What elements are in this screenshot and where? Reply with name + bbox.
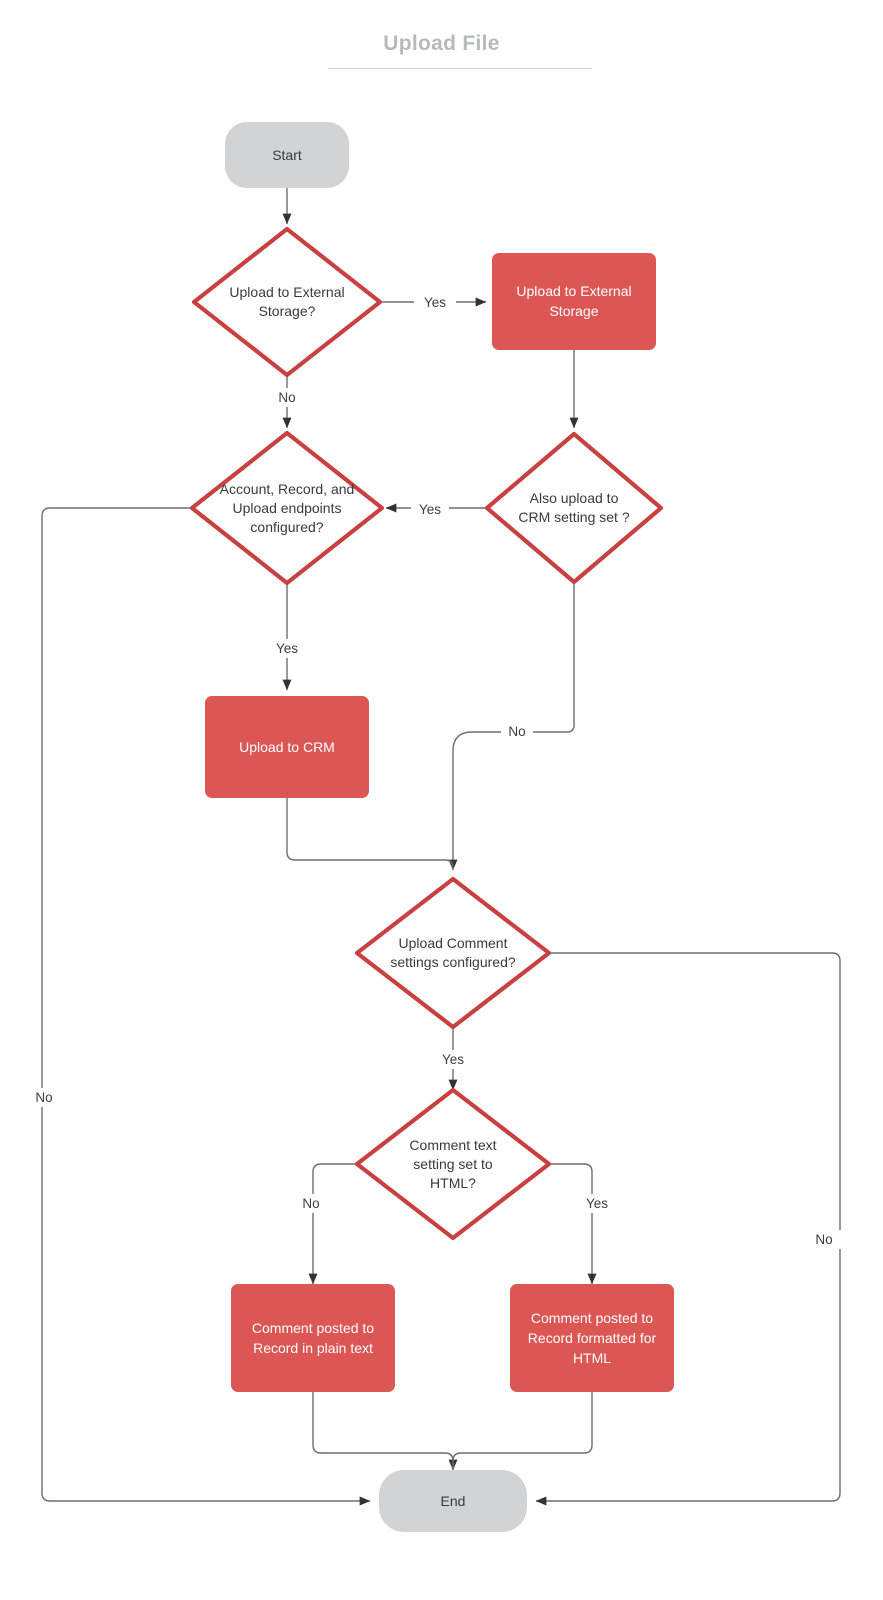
- edge-label-bg: [296, 1194, 328, 1213]
- node-endpoints-configured-shape[interactable]: [189, 430, 385, 586]
- edge-label-commentsettings-yes: Yes: [442, 1052, 464, 1067]
- node-crm-setting-line1: Also upload to: [530, 490, 619, 506]
- nodes-layer: Start Upload to External Storage? Upload…: [189, 122, 674, 1532]
- edge-label-crmsetting-no: No: [508, 724, 525, 739]
- node-comment-html-shape[interactable]: [510, 1284, 674, 1392]
- title-divider: [328, 68, 592, 69]
- node-comment-html-line2: Record formatted for: [528, 1330, 657, 1346]
- node-start[interactable]: Start: [225, 122, 349, 188]
- node-comment-settings-line1: Upload Comment: [399, 935, 508, 951]
- edge-html-yes-to-htmlformatted: [549, 1163, 597, 1285]
- node-comment-plain-text-line2: Record in plain text: [253, 1340, 373, 1356]
- edge-label-external-no: No: [278, 390, 295, 405]
- node-comment-html-line3: HTML: [573, 1350, 611, 1366]
- node-external-storage-decision-line1: Upload to External: [229, 284, 344, 300]
- node-endpoints-configured-line3: configured?: [250, 519, 323, 535]
- node-comment-html-process[interactable]: Comment posted to Record formatted for H…: [510, 1284, 674, 1392]
- node-end-shape[interactable]: [379, 1470, 527, 1532]
- node-upload-external-storage-shape[interactable]: [492, 253, 656, 350]
- node-endpoints-configured-decision[interactable]: Account, Record, and Upload endpoints co…: [189, 430, 385, 586]
- edge-label-endpoints-yes: Yes: [276, 641, 298, 656]
- edge-label-html-yes: Yes: [586, 1196, 608, 1211]
- node-start-shape[interactable]: [225, 122, 349, 188]
- node-comment-text-html-line2: setting set to: [413, 1156, 493, 1172]
- edge-labels-layer: Yes No Yes No Yes No Yes No No Yes: [28, 292, 841, 1249]
- node-crm-setting-line2: CRM setting set ?: [518, 509, 629, 525]
- node-external-storage-decision[interactable]: Upload to External Storage?: [191, 226, 383, 378]
- edge-label-bg: [809, 1230, 841, 1249]
- edge-label-commentsettings-no: No: [815, 1232, 832, 1247]
- edge-label-bg: [28, 1088, 60, 1107]
- node-comment-html-line1: Comment posted to: [531, 1310, 653, 1326]
- edge-label-html-no: No: [302, 1196, 319, 1211]
- node-comment-text-html-shape[interactable]: [354, 1087, 552, 1241]
- node-comment-settings-shape[interactable]: [354, 876, 552, 1030]
- edge-label-bg: [501, 722, 533, 741]
- edge-label-crmsetting-yes: Yes: [419, 502, 441, 517]
- node-external-storage-decision-line2: Storage?: [259, 303, 316, 319]
- edge-label-bg: [434, 1050, 472, 1069]
- page-title-text: Upload File: [383, 32, 500, 55]
- edge-uploadcrm-to-commentsettings-decision: [286, 798, 454, 870]
- edge-commentsettings-no-to-end: [535, 952, 841, 1506]
- node-comment-plain-text-line1: Comment posted to: [252, 1320, 374, 1336]
- edge-endpoints-no-to-end: [41, 507, 371, 1506]
- edge-label-bg: [411, 500, 449, 519]
- node-end-label: End: [441, 1493, 466, 1509]
- page-title: Upload File: [0, 30, 883, 58]
- node-upload-external-storage-process[interactable]: Upload to External Storage: [492, 253, 656, 350]
- node-end[interactable]: End: [379, 1470, 527, 1532]
- node-external-storage-decision-shape[interactable]: [191, 226, 383, 378]
- node-comment-plain-text-shape[interactable]: [231, 1284, 395, 1392]
- edges-layer: [41, 188, 841, 1506]
- node-crm-setting-shape[interactable]: [484, 431, 664, 585]
- node-comment-text-html-decision[interactable]: Comment text setting set to HTML?: [354, 1087, 552, 1241]
- node-crm-setting-decision[interactable]: Also upload to CRM setting set ?: [484, 431, 664, 585]
- node-start-label: Start: [272, 147, 302, 163]
- node-comment-settings-decision[interactable]: Upload Comment settings configured?: [354, 876, 552, 1030]
- node-comment-text-html-line1: Comment text: [409, 1137, 496, 1153]
- edge-htmlformatted-to-end: [452, 1392, 593, 1470]
- node-upload-to-crm-shape[interactable]: [205, 696, 369, 798]
- node-upload-to-crm-process[interactable]: Upload to CRM: [205, 696, 369, 798]
- edge-html-no-to-plaintext: [308, 1163, 357, 1285]
- edge-label-bg: [272, 388, 304, 407]
- node-comment-text-html-line3: HTML?: [430, 1175, 476, 1191]
- edge-label-bg: [578, 1194, 616, 1213]
- edge-label-external-yes: Yes: [424, 295, 446, 310]
- node-upload-to-crm-label: Upload to CRM: [239, 739, 335, 755]
- node-comment-settings-line2: settings configured?: [390, 954, 516, 970]
- edge-label-bg: [268, 639, 306, 658]
- edge-label-endpoints-no: No: [35, 1090, 52, 1105]
- node-comment-plain-text-process[interactable]: Comment posted to Record in plain text: [231, 1284, 395, 1392]
- node-endpoints-configured-line2: Upload endpoints: [233, 500, 342, 516]
- edge-label-bg: [414, 292, 456, 312]
- edge-plaintext-to-end: [312, 1392, 458, 1471]
- node-upload-external-storage-line2: Storage: [549, 303, 598, 319]
- node-upload-external-storage-line1: Upload to External: [516, 283, 631, 299]
- node-endpoints-configured-line1: Account, Record, and: [220, 481, 355, 497]
